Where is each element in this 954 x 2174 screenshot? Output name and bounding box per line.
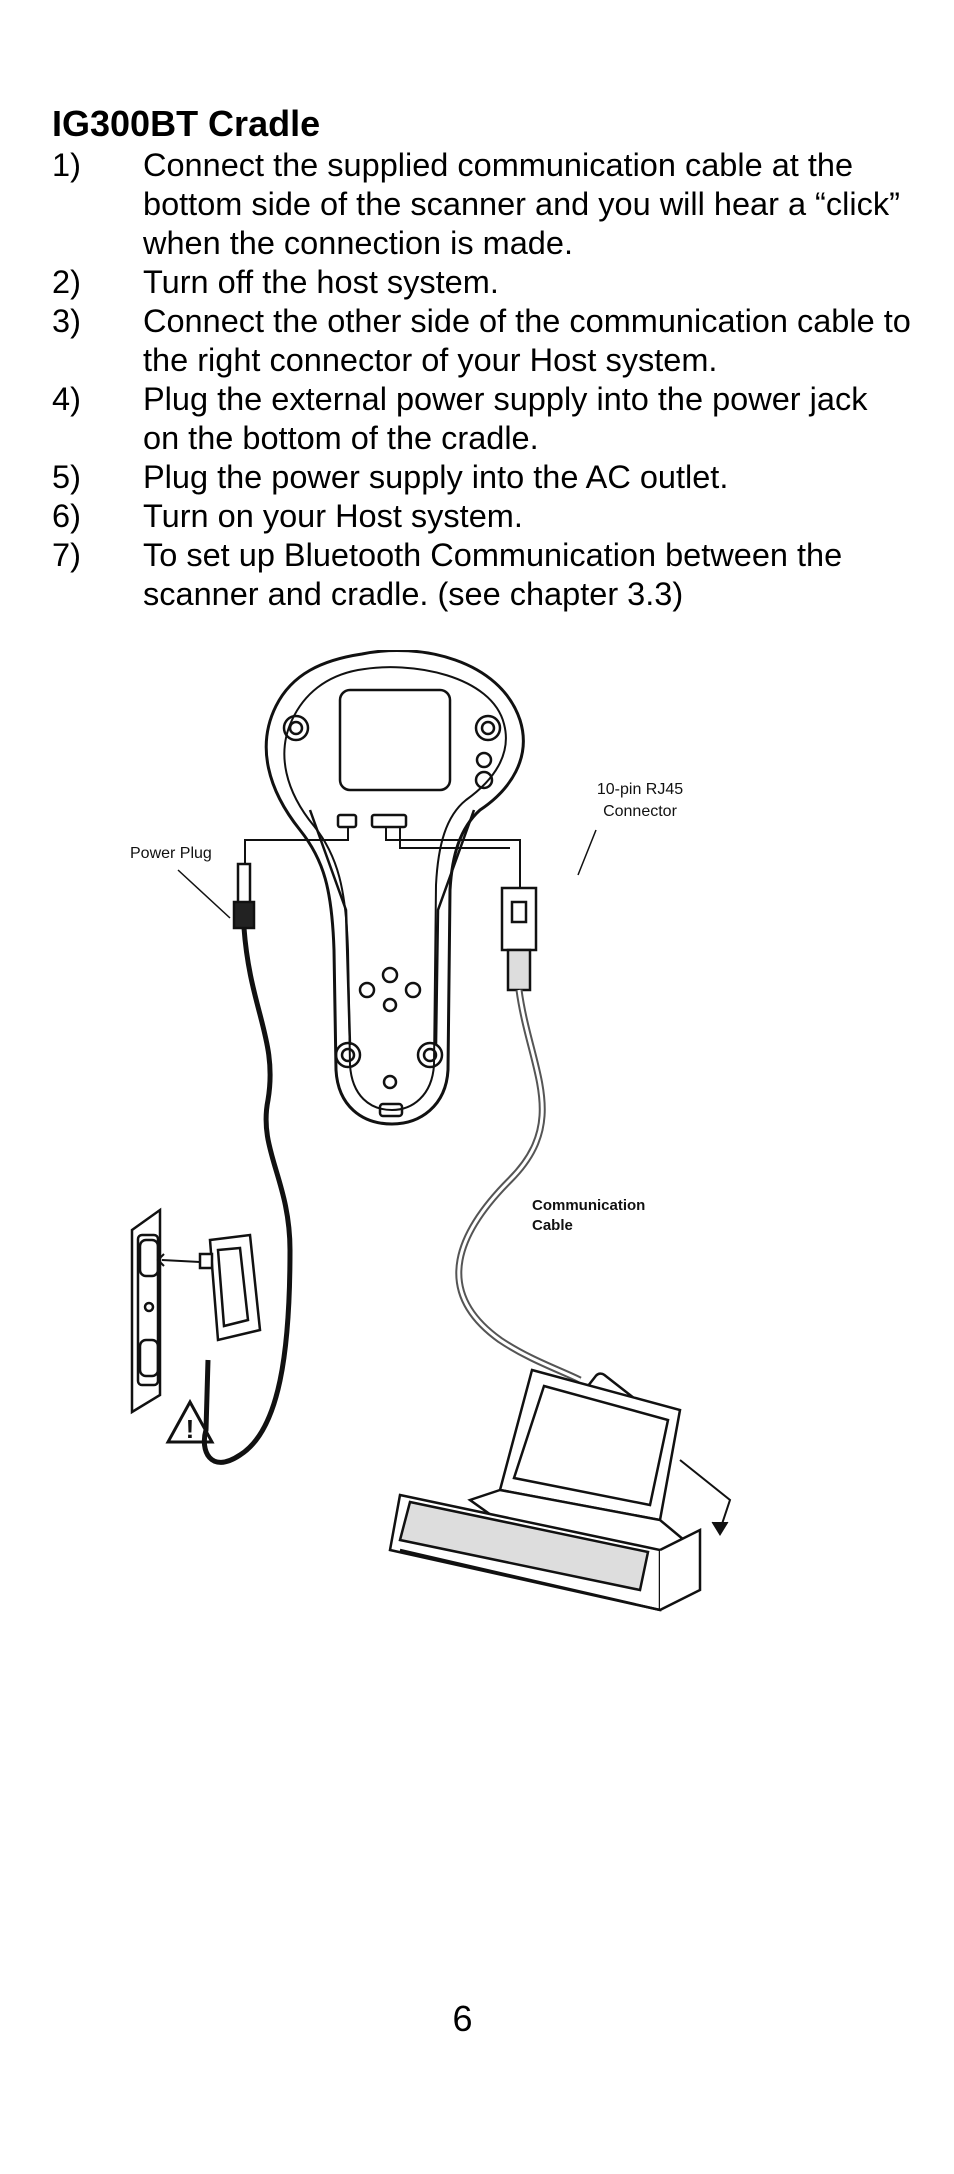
step-number: 5)	[52, 459, 81, 495]
laptop-icon	[388, 1368, 702, 1612]
comm-cable-label-line1: Communication	[532, 1197, 645, 1214]
svg-text:!: !	[186, 1414, 195, 1444]
wall-outlet-icon	[130, 1207, 162, 1415]
connection-diagram: ! 10-pin RJ45 Connector Power Plug Commu…	[130, 650, 732, 1612]
step-number: 3)	[52, 303, 81, 339]
step-text: To set up Bluetooth Communication betwee…	[143, 537, 843, 612]
step-text: Turn on your Host system.	[143, 498, 523, 534]
step-list: 1) Connect the supplied communication ca…	[52, 146, 912, 614]
connector-lines	[244, 827, 521, 890]
power-cable	[201, 927, 293, 1465]
list-item: 2) Turn off the host system.	[52, 263, 912, 302]
step-number: 6)	[52, 498, 81, 534]
list-item: 3) Connect the other side of the communi…	[52, 302, 912, 380]
list-item: 1) Connect the supplied communication ca…	[52, 146, 912, 263]
power-plug-label: Power Plug	[130, 845, 212, 862]
list-item: 4) Plug the external power supply into t…	[52, 380, 912, 458]
list-item: 5) Plug the power supply into the AC out…	[52, 458, 912, 497]
page-number: 6	[452, 1998, 473, 2039]
warning-icon: !	[165, 1398, 215, 1444]
cradle-icon	[264, 650, 525, 1126]
list-item: 7) To set up Bluetooth Communication bet…	[52, 536, 912, 614]
power-adapter-icon	[198, 1233, 262, 1342]
power-plug-icon	[232, 862, 256, 930]
step-number: 7)	[52, 537, 81, 573]
step-number: 1)	[52, 147, 81, 183]
rj45-connector-icon	[500, 886, 538, 992]
step-number: 4)	[52, 381, 81, 417]
step-text: Connect the other side of the communicat…	[143, 303, 911, 378]
section-heading: IG300BT Cradle	[52, 103, 321, 144]
step-text: Plug the power supply into the AC outlet…	[143, 459, 729, 495]
step-text: Turn off the host system.	[143, 264, 499, 300]
step-text: Connect the supplied communication cable…	[143, 147, 900, 261]
rj45-label-line1: 10-pin RJ45	[597, 781, 683, 798]
rj45-label-line2: Connector	[603, 803, 677, 820]
step-number: 2)	[52, 264, 81, 300]
list-item: 6) Turn on your Host system.	[52, 497, 912, 536]
step-text: Plug the external power supply into the …	[143, 381, 868, 456]
comm-cable-label-line2: Cable	[532, 1217, 573, 1234]
